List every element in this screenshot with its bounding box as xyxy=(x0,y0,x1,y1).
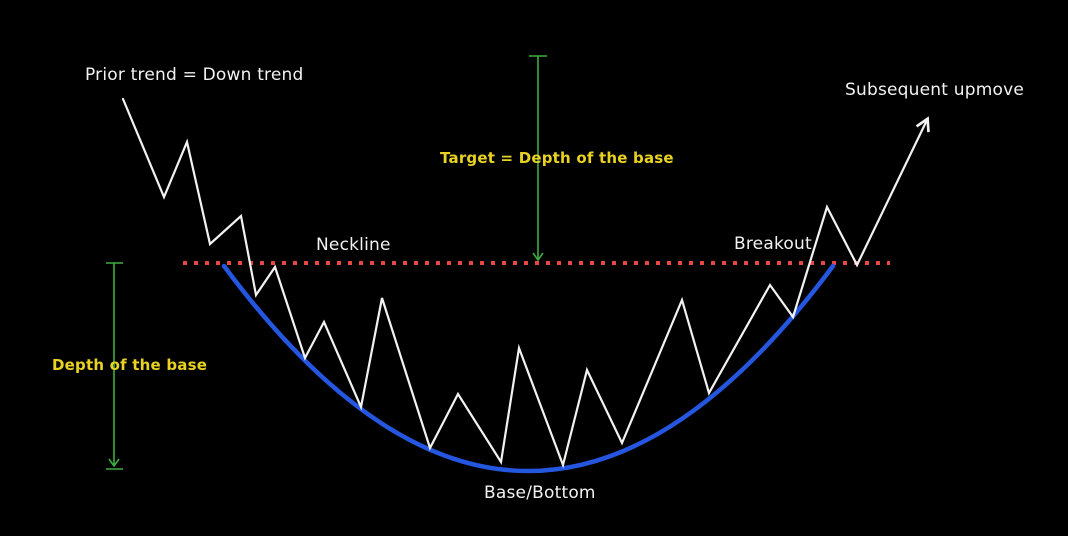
depth-of-base-label: Depth of the base xyxy=(52,356,208,374)
depth-measure-line xyxy=(106,262,123,470)
subsequent-upmove-label: Subsequent upmove xyxy=(845,80,1024,100)
depth-measure-line-arrowhead-icon xyxy=(108,458,120,468)
target-measure-line xyxy=(529,55,547,262)
target-label: Target = Depth of the base xyxy=(440,149,674,167)
breakout-label: Breakout xyxy=(734,234,812,254)
neckline-label: Neckline xyxy=(316,235,391,255)
base-arc xyxy=(221,263,836,474)
prior-trend-label: Prior trend = Down trend xyxy=(85,65,304,85)
price-line xyxy=(121,97,930,469)
target-measure-line-arrowhead-icon xyxy=(532,252,544,262)
base-bottom-label: Base/Bottom xyxy=(484,483,596,503)
